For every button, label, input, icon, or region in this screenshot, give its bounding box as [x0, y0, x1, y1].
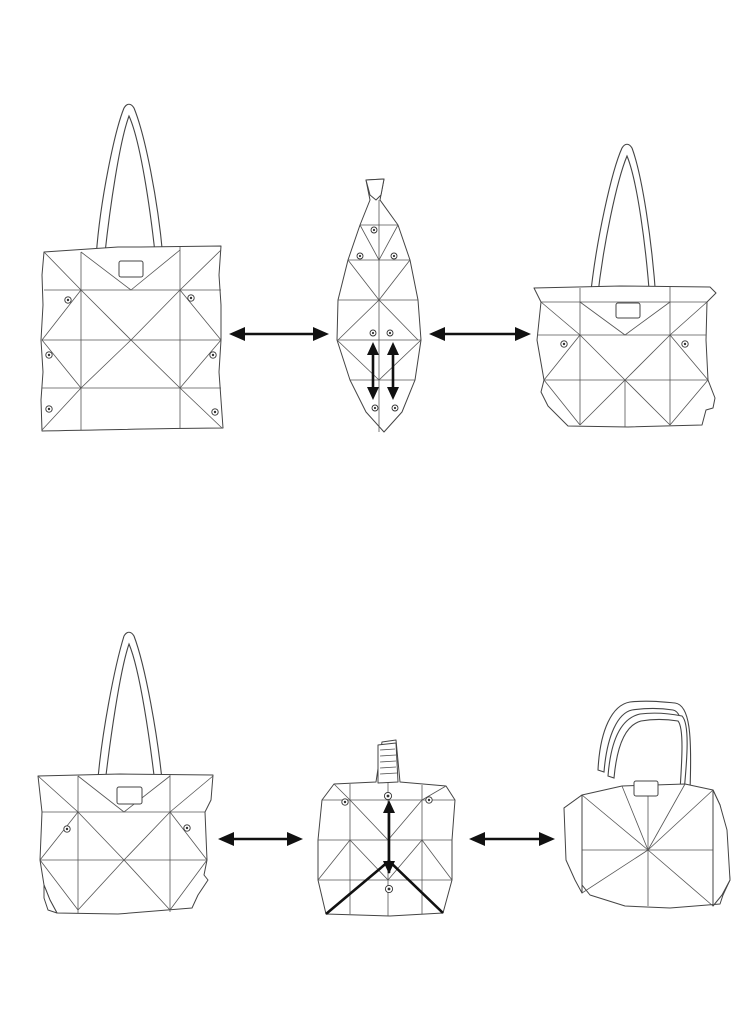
vertical-double-arrow	[367, 342, 379, 400]
snap-dot	[341, 791, 433, 894]
vertical-double-arrow	[387, 342, 399, 400]
tote-bag-folded-bottom	[37, 631, 214, 915]
snap-dot	[560, 340, 689, 348]
double-arrow	[218, 832, 303, 846]
folded-bag-top-view	[336, 178, 422, 433]
snap-dot	[45, 294, 219, 416]
fold-direction-arrow	[325, 800, 444, 915]
zipper	[377, 742, 399, 784]
double-arrow	[229, 327, 329, 341]
folded-bag-top-view-zip	[317, 739, 456, 917]
flat-tote-bag	[40, 103, 224, 432]
snap-dot	[63, 824, 191, 833]
boxy-handbag	[563, 700, 731, 909]
double-arrow	[429, 327, 531, 341]
snap-dot	[356, 226, 399, 412]
shaped-tote-bag	[533, 143, 717, 428]
double-arrow	[469, 832, 555, 846]
